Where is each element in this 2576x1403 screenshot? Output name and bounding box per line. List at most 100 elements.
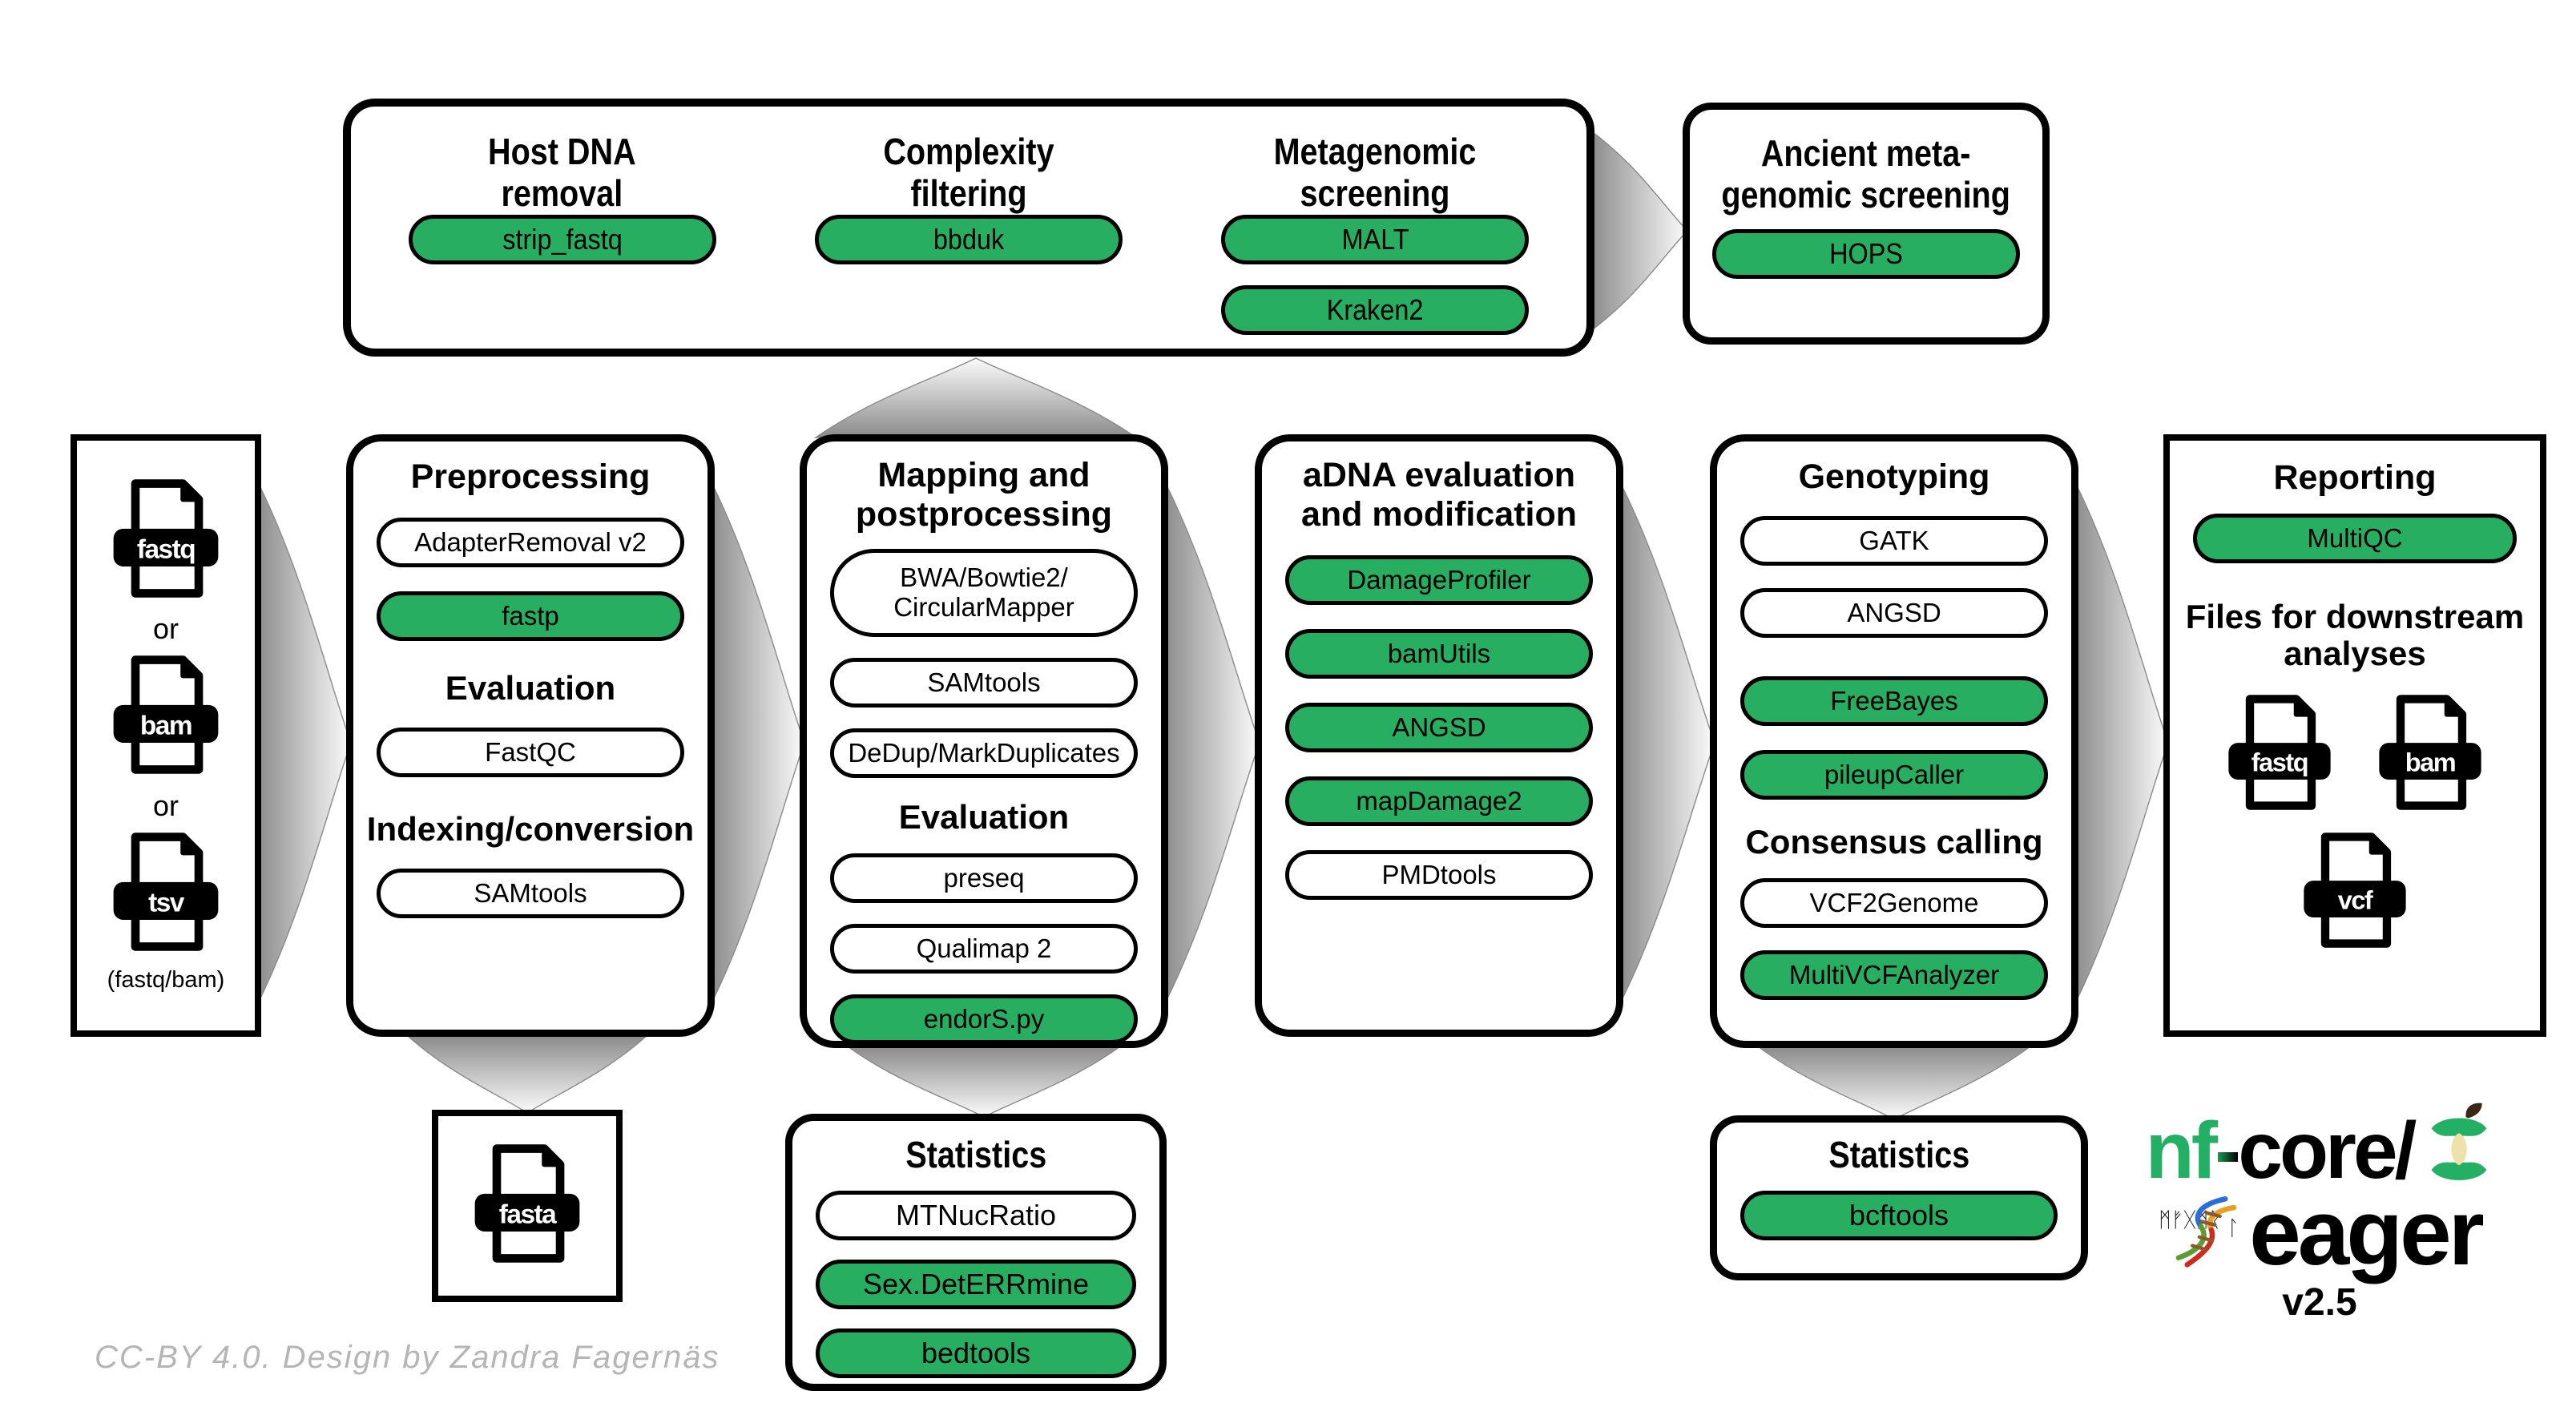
arrow-mapping-to-screening: [816, 358, 1136, 437]
svg-text:ᛚ: ᛚ: [2227, 1216, 2240, 1240]
preprocessing-box: Preprocessing AdapterRemoval v2 fastp Ev…: [346, 434, 715, 1037]
tool-kraken2: Kraken2: [1221, 285, 1530, 336]
reporting-box: Reporting MultiQC Files for downstream a…: [2163, 434, 2546, 1037]
logo-version: v2.5: [2282, 1281, 2357, 1324]
tool-mapdamage2: mapDamage2: [1285, 776, 1593, 827]
tool-fastp: fastp: [377, 591, 684, 642]
or-label: or: [152, 788, 179, 822]
mapping-title: Mapping and postprocessing: [855, 456, 1113, 534]
adna-box: aDNA evaluation and modification DamageP…: [1255, 434, 1623, 1037]
svg-text:vcf: vcf: [2338, 886, 2373, 915]
dna-helix-icon: ᛗᚠᚷᛗᚱ ᛚ: [2159, 1195, 2240, 1268]
tool-malt: MALT: [1221, 215, 1530, 265]
tool-bedtools: bedtools: [816, 1328, 1136, 1379]
nf-core-eager-logo: nf-core/ ᛗᚠᚷᛗᚱ ᛚ eager v2.5: [2115, 1103, 2524, 1359]
statistics-mapping-box: Statistics MTNucRatio Sex.DetERRmine bed…: [785, 1114, 1167, 1391]
tool-damageprofiler: DamageProfiler: [1285, 555, 1593, 606]
complexity-filtering-title: Complexity filtering: [883, 131, 1054, 215]
svg-text:tsv: tsv: [148, 888, 185, 917]
tool-vcf2genome: VCF2Genome: [1740, 878, 2048, 929]
tool-bwa-bowtie2-circularmapper: BWA/Bowtie2/ CircularMapper: [830, 549, 1138, 638]
statistics-genotyping-box: Statistics bcftools: [1710, 1115, 2088, 1280]
vcf-file-icon: vcf: [2304, 833, 2406, 949]
metagenomic-screening-group: Metagenomic screening MALT Kraken2: [1172, 107, 1578, 336]
indexing-conversion-subhead: Indexing/conversion: [366, 810, 695, 849]
input-files-box: fastq or bam or tsv (fastq/bam): [71, 434, 261, 1037]
logo-dash: -: [2215, 1106, 2241, 1195]
statistics-title: Statistics: [905, 1134, 1046, 1175]
evaluation-subhead: Evaluation: [898, 798, 1070, 837]
tool-preseq: preseq: [830, 853, 1138, 904]
fastq-file-icon: fastq: [2228, 695, 2331, 811]
tool-mtnucratio: MTNucRatio: [816, 1191, 1136, 1241]
genotyping-box: Genotyping GATK ANGSD FreeBayes pileupCa…: [1710, 434, 2078, 1048]
tool-endors-py: endorS.py: [830, 994, 1138, 1045]
arrow-input-to-preprocessing: [256, 479, 351, 1006]
evaluation-subhead: Evaluation: [445, 669, 616, 708]
tool-freebayes: FreeBayes: [1740, 676, 2048, 727]
arrow-mapping-to-adna: [1163, 479, 1260, 1006]
svg-text:bam: bam: [140, 712, 191, 741]
logo-core-text: core/: [2238, 1106, 2417, 1195]
bam-file-icon: bam: [113, 655, 219, 775]
tool-samtools-preprocessing: SAMtools: [377, 869, 684, 919]
tool-dedup-markduplicates: DeDup/MarkDuplicates: [830, 728, 1138, 779]
fastq-file-icon: fastq: [113, 479, 219, 599]
reference-fasta-box: fasta: [432, 1110, 623, 1302]
logo-brand-row: nf-core/: [2145, 1103, 2494, 1195]
tool-adapterremoval: AdapterRemoval v2: [377, 518, 684, 568]
tool-bamutils: bamUtils: [1285, 629, 1593, 679]
tool-bbduk: bbduk: [814, 215, 1123, 265]
tool-multivcfanalyzer: MultiVCFAnalyzer: [1740, 950, 2048, 1001]
svg-text:fasta: fasta: [499, 1199, 557, 1229]
downstream-files-subhead: Files for downstream analyses: [2185, 598, 2525, 673]
tool-angsd-adna: ANGSD: [1285, 703, 1593, 753]
metagenomic-screening-title: Metagenomic screening: [1273, 131, 1477, 215]
tool-pmdtools: PMDtools: [1285, 850, 1593, 901]
tool-qualimap2: Qualimap 2: [830, 924, 1138, 974]
arrow-metagenomic-to-ancient: [1588, 128, 1689, 333]
apple-core-icon: [2431, 1103, 2487, 1180]
downstream-icons-row: fastq bam: [2220, 693, 2489, 816]
adna-title: aDNA evaluation and modification: [1301, 456, 1577, 534]
svg-text:fastq: fastq: [2251, 748, 2308, 777]
screening-box: Host DNA removal strip_fastq Complexity …: [343, 99, 1594, 357]
host-dna-removal-group: Host DNA removal strip_fastq: [359, 107, 765, 265]
tool-pileupcaller: pileupCaller: [1740, 750, 2048, 800]
fasta-file-icon: fasta: [474, 1144, 580, 1263]
arrow-adna-to-genotyping: [1619, 479, 1715, 1006]
reporting-title: Reporting: [2273, 458, 2437, 497]
bam-file-icon: bam: [2379, 695, 2481, 811]
arrow-mapping-to-statistics: [848, 1046, 1120, 1117]
tool-strip-fastq: strip_fastq: [408, 215, 716, 265]
tool-bcftools: bcftools: [1740, 1191, 2058, 1241]
tool-samtools-mapping: SAMtools: [830, 658, 1138, 708]
arrow-genotyping-to-statistics: [1758, 1046, 2030, 1119]
tsv-file-icon: tsv: [113, 832, 219, 951]
license-credit: CC-BY 4.0. Design by Zandra Fagernäs: [95, 1340, 720, 1375]
preprocessing-title: Preprocessing: [410, 458, 651, 496]
tool-hops: HOPS: [1712, 229, 2020, 280]
mapping-box: Mapping and postprocessing BWA/Bowtie2/ …: [800, 434, 1168, 1048]
input-caption: (fastq/bam): [107, 966, 225, 993]
or-label: or: [152, 612, 179, 646]
arrow-preprocessing-to-fasta: [407, 1035, 647, 1113]
tool-multiqc: MultiQC: [2193, 514, 2517, 564]
complexity-filtering-group: Complexity filtering bbduk: [765, 107, 1171, 265]
tool-sexdeterrmine: Sex.DetERRmine: [816, 1260, 1136, 1310]
logo-nf-text: nf: [2145, 1106, 2218, 1195]
genotyping-title: Genotyping: [1798, 458, 1990, 496]
ancient-screening-box: Ancient meta- genomic screening HOPS: [1683, 103, 2050, 345]
svg-text:bam: bam: [2405, 748, 2455, 777]
arrow-preprocessing-to-mapping: [710, 479, 804, 1006]
consensus-calling-subhead: Consensus calling: [1745, 823, 2043, 861]
statistics-title: Statistics: [1828, 1134, 1969, 1175]
arrow-genotyping-to-reporting: [2074, 479, 2168, 1006]
logo-eager-text: eager: [2249, 1180, 2485, 1284]
tool-gatk: GATK: [1740, 516, 2048, 566]
ancient-screening-title: Ancient meta- genomic screening: [1721, 132, 2011, 216]
logo-name-row: ᛗᚠᚷᛗᚱ ᛚ eager: [2158, 1180, 2485, 1284]
tool-fastqc: FastQC: [377, 728, 684, 778]
tool-angsd-genotyping: ANGSD: [1740, 588, 2048, 639]
